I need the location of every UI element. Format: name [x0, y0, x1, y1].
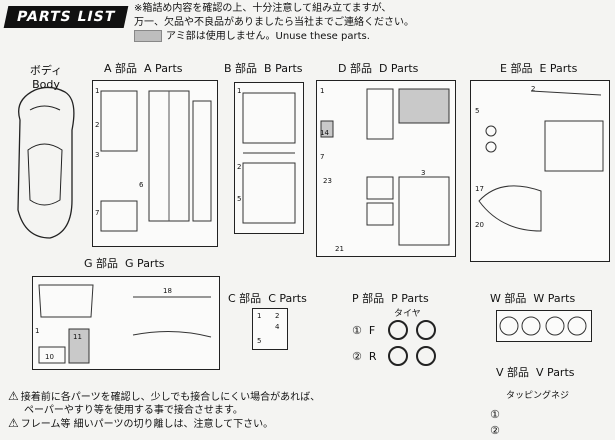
w-parts-label-jp: W 部品 [490, 292, 527, 305]
b-parts-drawing [242, 92, 296, 224]
b-part-1: 1 [237, 87, 242, 95]
b-parts-label: B 部品 B Parts [224, 60, 303, 76]
a-part-2: 2 [95, 121, 100, 129]
e-parts-label-jp: E 部品 [500, 62, 533, 75]
e-part-5: 5 [475, 107, 480, 115]
unused-swatch [134, 30, 162, 42]
e-parts-sprue: 2 5 17 20 [470, 80, 610, 262]
p-parts-label-en: P Parts [391, 292, 429, 305]
note-line-1: ※箱詰め内容を確認の上、十分注意して組み立てますが、 [134, 3, 392, 14]
w-parts-sprue [496, 310, 592, 342]
p-front-num: ① [352, 324, 362, 337]
e-parts-label: E 部品 E Parts [500, 60, 577, 76]
a-parts-label-en: A Parts [144, 62, 183, 75]
a-parts-drawing [100, 90, 212, 232]
p-parts-label: P 部品 P Parts [352, 290, 429, 306]
warning-2: ⚠フレーム等 細いパーツの切り離しは、注意して下さい。 [8, 417, 320, 431]
note-line-3-text: アミ部は使用しません。Unuse these parts. [166, 31, 370, 42]
warnings: ⚠接着前に各パーツを確認し、少しでも接合しにくい場合があれば、 ペーパーやすり等… [8, 390, 320, 431]
note-line-2: 万一、欠品や不良品がありましたら当社までご連絡ください。 [134, 17, 414, 28]
b-part-2: 2 [237, 163, 242, 171]
a-part-7: 7 [95, 209, 100, 217]
c-parts-label-en: C Parts [268, 292, 307, 305]
warning-icon: ⚠ [8, 416, 19, 430]
d-part-3: 3 [421, 169, 426, 177]
v-parts-label-en: V Parts [536, 366, 575, 379]
g-parts-sprue: 1 11 10 18 [32, 276, 220, 370]
p-rear-letter: R [368, 350, 377, 363]
a-part-6: 6 [139, 181, 144, 189]
a-parts-sprue: 1 2 3 7 6 [92, 80, 218, 247]
b-parts-label-en: B Parts [264, 62, 303, 75]
b-parts-label-jp: B 部品 [224, 62, 258, 75]
v-part-1: ① [490, 408, 500, 421]
p-row-front: ① F [352, 324, 375, 337]
warning-1b: ペーパーやすり等を使用する事で接合させます。 [24, 405, 243, 416]
w-parts-label-en: W Parts [533, 292, 576, 305]
warning-1-text: 接着前に各パーツを確認し、少しでも接合しにくい場合があれば、 [20, 392, 321, 403]
e-parts-label-en: E Parts [539, 62, 578, 75]
a-parts-label: A 部品 A Parts [104, 60, 183, 76]
d-part-7: 7 [320, 153, 325, 161]
d-parts-sprue: 1 14 7 23 21 3 [316, 80, 456, 257]
w-wheels-drawing [499, 316, 587, 336]
e-parts-drawing [478, 90, 604, 232]
tire-label: タイヤ [394, 309, 421, 319]
g-part-1: 1 [35, 327, 40, 335]
d-part-21: 21 [335, 245, 344, 253]
e-part-20: 20 [475, 221, 484, 229]
c-part-1: 1 [257, 312, 262, 320]
body-label: ボディ Body [26, 62, 66, 91]
w-parts-label: W 部品 W Parts [490, 290, 575, 306]
d-part-1: 1 [320, 87, 325, 95]
p-row-rear: ② R [352, 350, 377, 363]
v-part-2: ② [490, 424, 500, 437]
c-parts-sprue: 1 2 4 5 [252, 308, 288, 350]
screw-label: タッピングネジ [506, 391, 570, 401]
c-part-2: 2 [275, 312, 280, 320]
c-parts-label-jp: C 部品 [228, 292, 262, 305]
g-parts-drawing [38, 284, 212, 364]
d-parts-label-jp: D 部品 [338, 62, 372, 75]
g-parts-label: G 部品 G Parts [84, 255, 165, 271]
g-part-18: 18 [163, 287, 172, 295]
c-part-5: 5 [257, 337, 262, 345]
warning-icon: ⚠ [8, 389, 19, 403]
v-parts-label: V 部品 V Parts [496, 364, 575, 380]
d-parts-label-en: D Parts [378, 62, 419, 75]
d-parts-drawing [320, 88, 450, 246]
g-part-11: 11 [73, 333, 82, 341]
header-notes: ※箱詰め内容を確認の上、十分注意して組み立てますが、 万一、欠品や不良品がありま… [134, 2, 414, 44]
a-part-3: 3 [95, 151, 100, 159]
d-part-23: 23 [323, 177, 332, 185]
body-label-jp: ボディ [29, 64, 63, 77]
e-part-2: 2 [531, 85, 536, 93]
p-front-letter: F [368, 324, 376, 337]
c-parts-label: C 部品 C Parts [228, 290, 307, 306]
warning-1: ⚠接着前に各パーツを確認し、少しでも接合しにくい場合があれば、 [8, 390, 320, 404]
e-part-17: 17 [475, 185, 484, 193]
g-part-10: 10 [45, 353, 54, 361]
p-parts-label-jp: P 部品 [352, 292, 385, 305]
b-part-5: 5 [237, 195, 242, 203]
d-parts-label: D 部品 D Parts [338, 60, 418, 76]
b-parts-sprue: 1 2 5 [234, 82, 304, 234]
warning-2-text: フレーム等 細いパーツの切り離しは、注意して下さい。 [20, 419, 274, 430]
v-parts-label-jp: V 部品 [496, 366, 530, 379]
a-part-1: 1 [95, 87, 100, 95]
note-line-3: アミ部は使用しません。Unuse these parts. [134, 30, 414, 44]
g-parts-label-en: G Parts [125, 257, 165, 270]
d-part-14: 14 [320, 129, 329, 137]
a-parts-label-jp: A 部品 [104, 62, 138, 75]
g-parts-label-jp: G 部品 [84, 257, 119, 270]
p-rear-num: ② [352, 350, 362, 363]
c-part-4: 4 [275, 323, 280, 331]
